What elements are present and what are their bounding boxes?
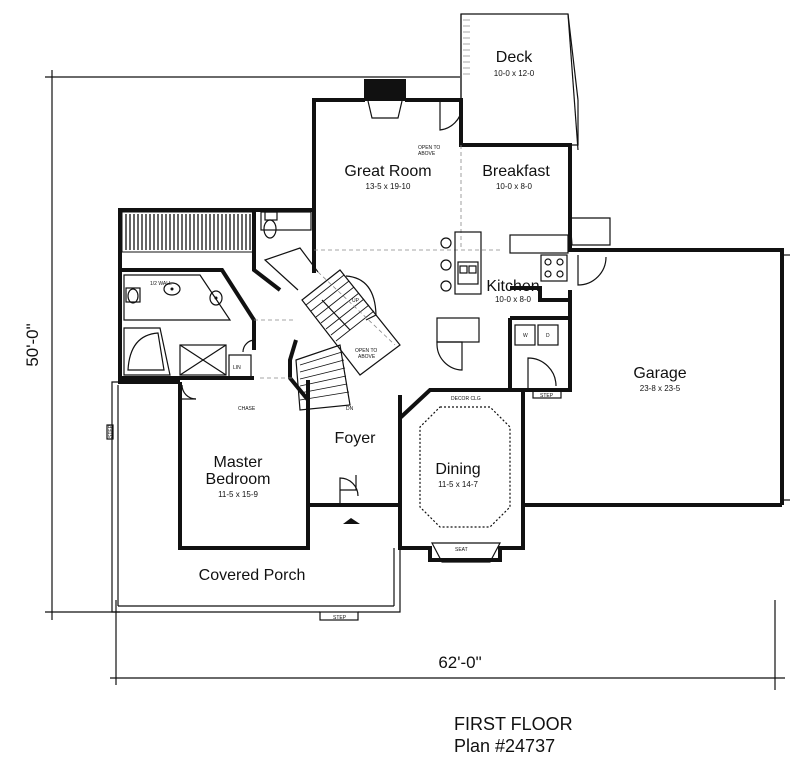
garage-label: Garage bbox=[633, 365, 686, 382]
garage-door-marks bbox=[620, 254, 790, 506]
stair-dn-note: DN bbox=[346, 406, 354, 412]
depth-dimension: 50'-0" bbox=[23, 323, 42, 366]
kitchen-size: 10-0 x 8-0 bbox=[495, 295, 532, 304]
plan-number: Plan #24737 bbox=[454, 736, 556, 756]
kitchen-fixtures bbox=[436, 102, 611, 399]
covered-porch-label: Covered Porch bbox=[199, 567, 306, 584]
master-bedroom-label-line1: Master bbox=[214, 454, 264, 471]
seat-note: SEAT bbox=[455, 547, 468, 553]
deck bbox=[460, 13, 579, 151]
open-to-above-note-2b: ABOVE bbox=[358, 354, 376, 360]
half-wall-note: 1/2 WALL bbox=[150, 281, 172, 287]
great-room-label: Great Room bbox=[344, 163, 431, 180]
foyer-label: Foyer bbox=[335, 430, 377, 447]
dining-size: 11-5 x 14-7 bbox=[438, 480, 478, 489]
deck-size: 10-0 x 12-0 bbox=[494, 69, 535, 78]
decor-clg-note: DECOR CLG bbox=[451, 396, 481, 402]
floor-title: FIRST FLOOR bbox=[454, 714, 573, 734]
stair-up-note: UP bbox=[352, 298, 360, 304]
master-bath bbox=[121, 210, 312, 400]
breakfast-size: 10-0 x 8-0 bbox=[496, 182, 533, 191]
breakfast-label: Breakfast bbox=[482, 163, 550, 180]
stair bbox=[254, 145, 500, 505]
chase-note: CHASE bbox=[238, 406, 256, 412]
open-to-above-note-2a: OPEN TO bbox=[355, 348, 377, 354]
width-dimension: 62'-0" bbox=[438, 653, 481, 672]
dining-label: Dining bbox=[435, 461, 480, 478]
dining-fixtures bbox=[419, 406, 511, 563]
linen-note: LIN bbox=[233, 365, 241, 371]
washer-note: W bbox=[523, 333, 528, 339]
great-room-size: 13-5 x 19-10 bbox=[366, 182, 411, 191]
open-to-above-note-1b: ABOVE bbox=[418, 151, 436, 157]
master-bedroom-size: 11-5 x 15-9 bbox=[218, 490, 258, 499]
garage-size: 23-8 x 23-5 bbox=[640, 384, 681, 393]
open-to-above-note-1a: OPEN TO bbox=[418, 145, 440, 151]
covered-porch-structure bbox=[106, 381, 401, 621]
deck-label: Deck bbox=[496, 49, 533, 66]
dryer-note: D bbox=[546, 333, 550, 339]
step-garage-note: STEP bbox=[540, 393, 554, 399]
step-side-note: STEP bbox=[108, 424, 114, 438]
plan-footer: FIRST FLOOR Plan #24737 bbox=[454, 713, 573, 757]
dimension-lines bbox=[45, 70, 785, 690]
kitchen-label: Kitchen bbox=[486, 278, 539, 295]
step-porch-note: STEP bbox=[333, 615, 347, 621]
master-bedroom-label-line2: Bedroom bbox=[206, 471, 271, 488]
